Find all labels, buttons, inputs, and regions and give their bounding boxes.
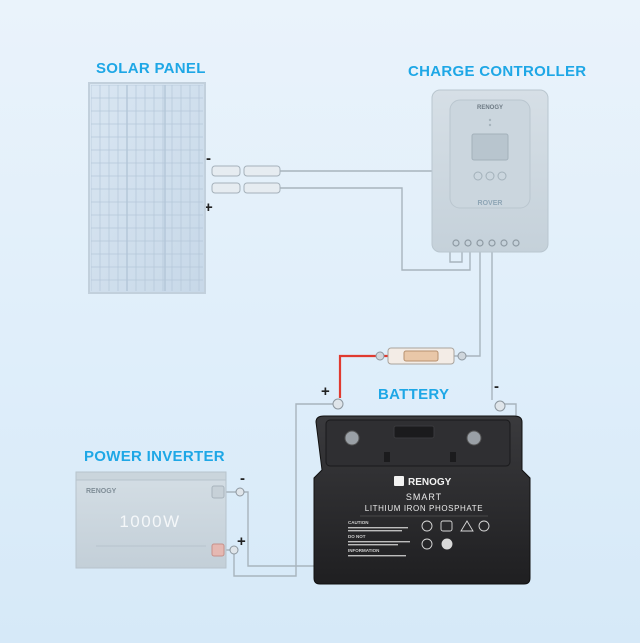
battery-minus-sign: - xyxy=(494,378,499,395)
battery-caution: CAUTION xyxy=(348,520,369,525)
battery-fine-print xyxy=(348,527,410,557)
controller-terminals xyxy=(452,239,520,247)
battery-logo-icon xyxy=(394,476,404,486)
battery-brand: RENOGY xyxy=(408,477,452,488)
battery-positive-red-wire xyxy=(338,354,388,398)
charge-controller: RENOGY ROVER xyxy=(431,89,549,253)
inverter-minus-sign: - xyxy=(240,470,245,487)
ring-terminals xyxy=(229,398,506,555)
inverter-rating: 1000W xyxy=(119,512,180,531)
solar-minus-sign: - xyxy=(206,150,211,167)
battery-warning-icons xyxy=(421,520,490,550)
solar-positive-wire xyxy=(212,187,471,271)
battery-information: INFORMATION xyxy=(348,548,379,553)
solar-plus-sign: + xyxy=(204,199,213,216)
power-inverter-label: POWER INVERTER xyxy=(84,448,225,465)
battery-line2: LITHIUM IRON PHOSPHATE xyxy=(365,504,483,513)
battery-line1: SMART xyxy=(406,492,442,502)
battery-plus-sign: + xyxy=(321,383,330,400)
power-inverter: RENOGY 1000W xyxy=(75,471,227,569)
inverter-brand: RENOGY xyxy=(86,488,117,495)
battery-do-not: DO NOT xyxy=(348,534,366,539)
controller-lcd-screen xyxy=(471,133,509,161)
charge-controller-label: CHARGE CONTROLLER xyxy=(408,63,587,80)
inline-fuse xyxy=(375,347,467,365)
controller-model: ROVER xyxy=(478,200,503,207)
controller-brand: RENOGY xyxy=(477,105,503,111)
controller-battery-positive-wire xyxy=(454,250,481,357)
solar-panel xyxy=(88,82,206,294)
mc4-connectors xyxy=(211,165,281,194)
inverter-plus-sign: + xyxy=(237,533,246,550)
solar-panel-label: SOLAR PANEL xyxy=(96,60,206,77)
battery-label: BATTERY xyxy=(378,386,450,403)
battery: RENOGY SMART LITHIUM IRON PHOSPHATE CAUT… xyxy=(313,415,531,585)
